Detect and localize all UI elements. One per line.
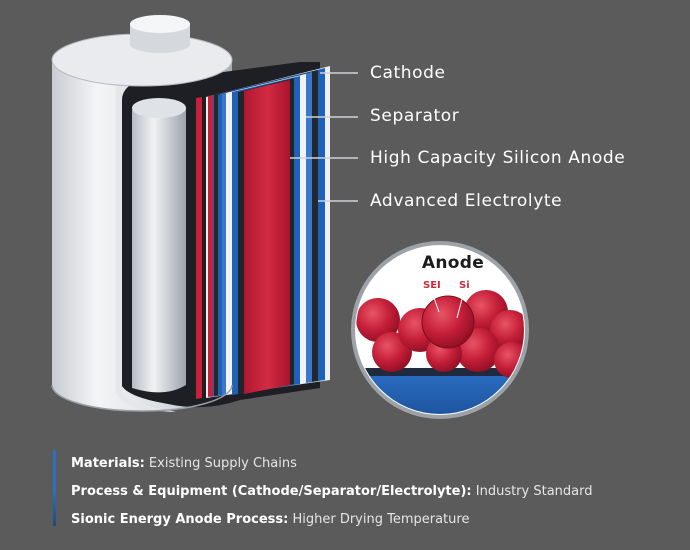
- notes-list: Materials: Existing Supply Chains Proces…: [71, 450, 593, 534]
- note-key: Materials:: [71, 456, 145, 471]
- accent-bar: [53, 450, 56, 526]
- note-value: Higher Drying Temperature: [292, 512, 470, 527]
- zoom-tag-si: Si: [459, 280, 470, 291]
- note-materials: Materials: Existing Supply Chains: [71, 450, 593, 478]
- note-key: Sionic Energy Anode Process:: [71, 512, 289, 527]
- note-anode-process: Sionic Energy Anode Process: Higher Dryi…: [71, 506, 593, 534]
- callout-label-anode: High Capacity Silicon Anode: [370, 148, 626, 168]
- zoom-title: Anode: [421, 253, 485, 273]
- note-value: Industry Standard: [475, 484, 593, 499]
- note-value: Existing Supply Chains: [148, 456, 297, 471]
- callout-label-cathode: Cathode: [370, 63, 446, 83]
- electrode-layers: [206, 66, 330, 398]
- anode-zoom-circle: [351, 241, 529, 419]
- callout-label-electrolyte: Advanced Electrolyte: [370, 191, 563, 211]
- silicon-particles: [356, 290, 524, 378]
- note-process-equipment: Process & Equipment (Cathode/Separator/E…: [71, 478, 593, 506]
- note-key: Process & Equipment (Cathode/Separator/E…: [71, 484, 472, 499]
- callout-label-separator: Separator: [370, 106, 460, 126]
- battery-body: [51, 15, 330, 412]
- callout-lines: [290, 72, 358, 202]
- zoom-tag-sei: SEI: [423, 280, 441, 291]
